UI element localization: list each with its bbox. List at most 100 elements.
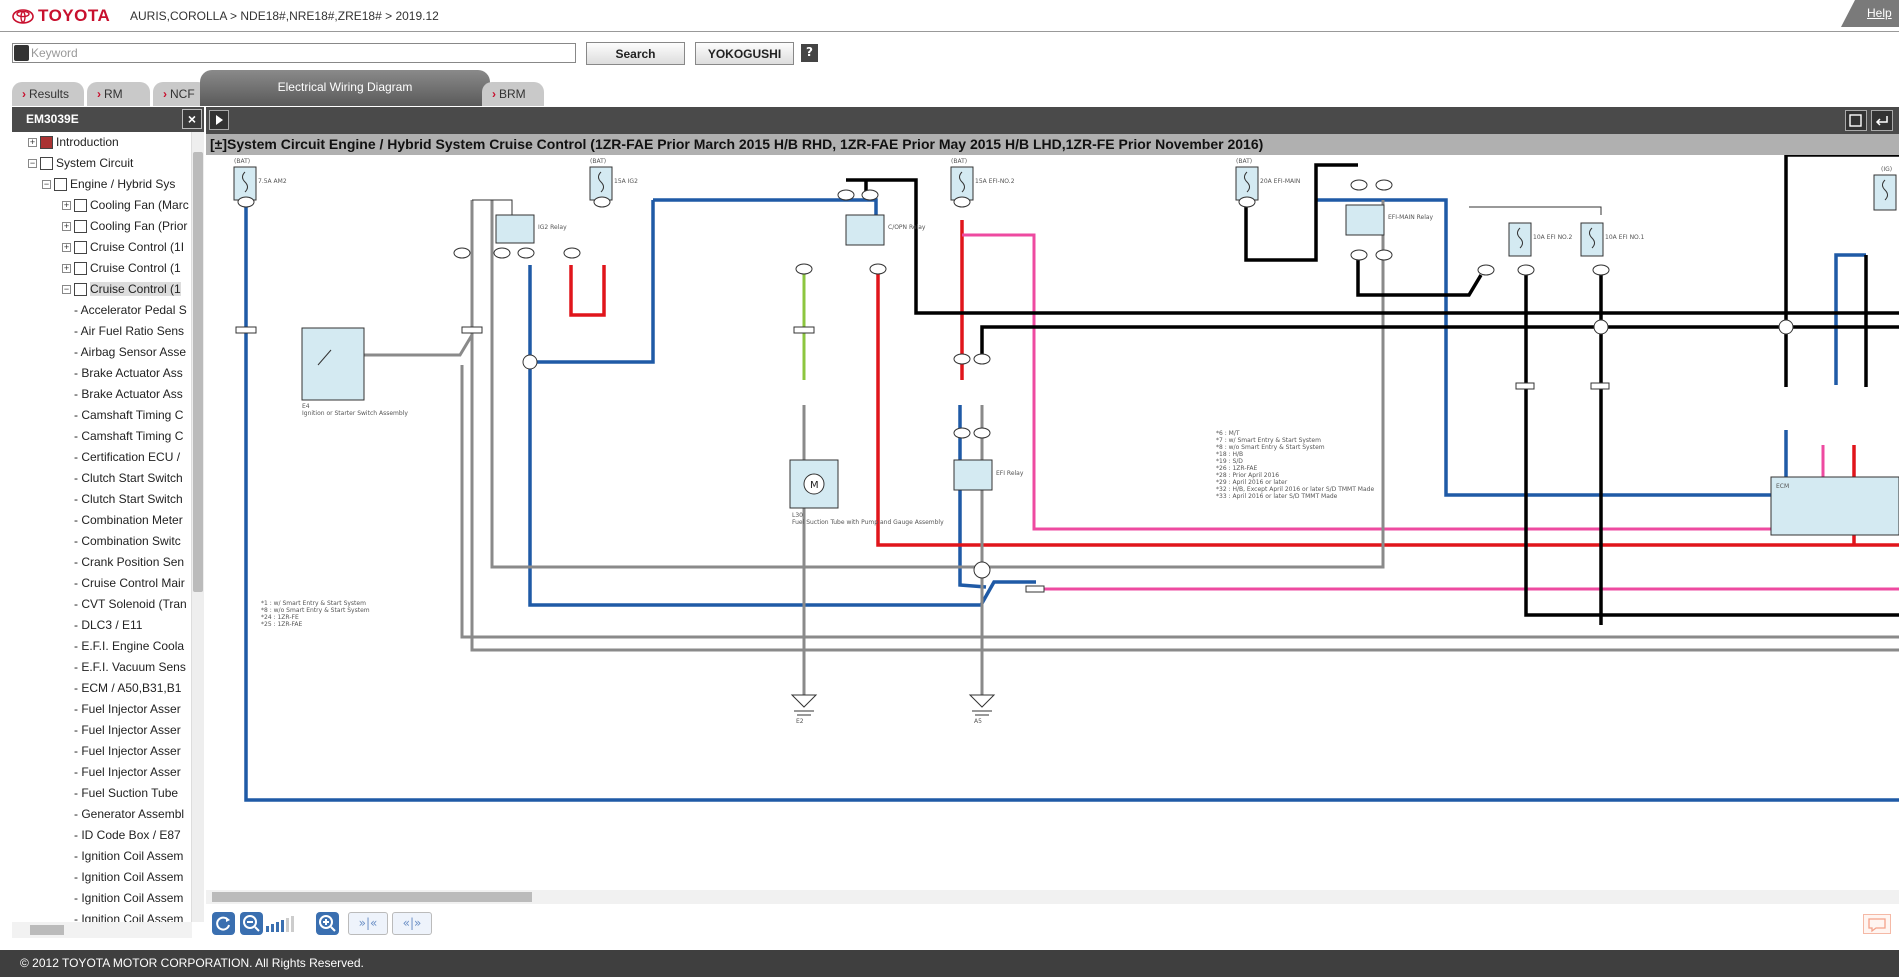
tab-rm[interactable]: ›RM	[87, 82, 150, 106]
tree-node-circuit[interactable]: −Cruise Control (1	[62, 279, 181, 299]
scroll-thumb[interactable]	[193, 152, 203, 592]
print-button[interactable]	[1845, 110, 1867, 131]
fuse-rating-label: 15A IG2	[614, 178, 638, 185]
tree-leaf-item[interactable]: - ECM / A50,B31,B1	[74, 678, 181, 698]
tree-leaf-item[interactable]: - Fuel Injector Asser	[74, 720, 181, 740]
tree-leaf-item[interactable]: - E.F.I. Vacuum Sens	[74, 657, 186, 677]
note-line: *18 : H/B	[1216, 451, 1243, 458]
tree-leaf-item[interactable]: - Brake Actuator Ass	[74, 384, 183, 404]
tree-leaf-item[interactable]: - Crank Position Sen	[74, 552, 184, 572]
expand-icon[interactable]: +	[62, 220, 71, 231]
tree-leaf-item[interactable]: - Fuel Injector Asser	[74, 741, 181, 761]
tree-leaf-item[interactable]: - Air Fuel Ratio Sens	[74, 321, 184, 341]
zoom-level-indicator[interactable]	[266, 916, 306, 932]
note-line: *33 : April 2016 or later S/D TMMT Made	[1216, 493, 1338, 500]
tab-results[interactable]: ›Results	[12, 82, 84, 106]
return-button[interactable]	[1871, 110, 1893, 131]
help-link[interactable]: Help	[1841, 0, 1899, 27]
tree-leaf-item[interactable]: - Certification ECU /	[74, 447, 180, 467]
tab-bar: ›Results ›RM ›NCF Electrical Wiring Diag…	[12, 70, 1899, 107]
tab-electrical-wiring-diagram[interactable]: Electrical Wiring Diagram	[200, 70, 490, 106]
zoom-in-button[interactable]	[316, 912, 339, 935]
tree-leaf-item[interactable]: - Clutch Start Switch	[74, 489, 183, 509]
tree-node-label: - E.F.I. Engine Coola	[74, 639, 185, 653]
tree-node-label: - Fuel Injector Asser	[74, 765, 181, 779]
relay-ig2	[495, 214, 535, 244]
tree-leaf-item[interactable]: - Ignition Coil Assem	[74, 888, 183, 908]
expand-icon[interactable]: +	[62, 241, 71, 252]
tree-leaf-item[interactable]: - Fuel Injector Asser	[74, 762, 181, 782]
ground-label: E2	[796, 718, 804, 725]
tree-node-introduction[interactable]: +Introduction	[28, 132, 119, 152]
tree-leaf-item[interactable]: - ID Code Box / E87	[74, 825, 181, 845]
collapse-icon[interactable]: −	[42, 178, 51, 189]
fuse-components	[233, 166, 1897, 257]
tree-leaf-item[interactable]: - Generator Assembl	[74, 804, 184, 824]
tree-leaf-item[interactable]: - CVT Solenoid (Tran	[74, 594, 187, 614]
expand-icon[interactable]: +	[62, 199, 71, 210]
tree-leaf-item[interactable]: - Brake Actuator Ass	[74, 363, 183, 383]
tree-leaf-item[interactable]: - Airbag Sensor Asse	[74, 342, 186, 362]
scroll-thumb[interactable]	[30, 925, 64, 935]
tree-leaf-item[interactable]: - Combination Switc	[74, 531, 181, 551]
tab-ncf[interactable]: ›NCF	[153, 82, 208, 106]
tree-horizontal-scrollbar[interactable]	[12, 922, 192, 938]
tab-label: RM	[104, 87, 123, 101]
yokogushi-button[interactable]: YOKOGUSHI	[695, 42, 794, 65]
feedback-button[interactable]	[1863, 914, 1891, 934]
tree-leaf-item[interactable]: - Fuel Injector Asser	[74, 699, 181, 719]
scroll-thumb[interactable]	[212, 892, 532, 902]
diagram-title: [±]System Circuit Engine / Hybrid System…	[206, 134, 1899, 155]
refresh-button[interactable]	[212, 912, 235, 935]
tree-node-label: - Combination Meter	[74, 513, 183, 527]
tree-leaf-item[interactable]: - Cruise Control Mair	[74, 573, 185, 593]
prev-next-icon: «|»	[402, 916, 422, 930]
first-page-button[interactable]: »|«	[348, 912, 388, 935]
tree-node-circuit[interactable]: +Cruise Control (1	[62, 258, 181, 278]
tree-node-system-circuit[interactable]: −System Circuit	[28, 153, 133, 173]
thin-wires	[472, 199, 1602, 215]
note-line: *26 : 1ZR-FAE	[1216, 465, 1257, 472]
search-button[interactable]: Search	[586, 42, 685, 65]
chevron-right-icon: ›	[22, 87, 26, 101]
expand-icon[interactable]: +	[62, 262, 71, 273]
tree-node-circuit[interactable]: +Cooling Fan (Marc	[62, 195, 189, 215]
tree-node-label: - DLC3 / E11	[74, 618, 143, 632]
tree-node-label: - Ignition Coil Assem	[74, 849, 184, 863]
tree-leaf-item[interactable]: - E.F.I. Engine Coola	[74, 636, 184, 656]
close-panel-button[interactable]: ×	[182, 109, 202, 129]
ecm-box	[1770, 476, 1899, 536]
tree-node-circuit[interactable]: +Cooling Fan (Prior	[62, 216, 187, 236]
fuel-pump-label: Fuel Suction Tube with Pump and Gauge As…	[792, 519, 944, 526]
tree-leaf-item[interactable]: - Combination Meter	[74, 510, 183, 530]
tab-label: Results	[29, 87, 70, 101]
previous-next-button[interactable]: «|»	[392, 912, 432, 935]
zoom-out-button[interactable]	[240, 912, 263, 935]
search-input[interactable]: Keyword	[12, 43, 576, 63]
collapse-icon[interactable]: −	[62, 283, 71, 294]
tree-leaf-item[interactable]: - Ignition Coil Assem	[74, 867, 183, 887]
tree-node-label: - Ignition Coil Assem	[74, 891, 184, 905]
tree-node-circuit[interactable]: +Cruise Control (1I	[62, 237, 184, 257]
tree-leaf-item[interactable]: - Ignition Coil Assem	[74, 846, 183, 866]
fuel-pump-id: L30	[792, 512, 803, 519]
expand-icon[interactable]: +	[28, 136, 37, 147]
tree-leaf-item[interactable]: - DLC3 / E11	[74, 615, 142, 635]
search-help-button[interactable]: ?	[801, 44, 818, 62]
diagram-horizontal-scrollbar[interactable]	[206, 890, 1899, 904]
tree-leaf-item[interactable]: - Ignition Coil Assem	[74, 909, 183, 922]
wiring-diagram[interactable]: M (BAT) 7.5A AM2 (BAT) 15A IG2 (BAT) 15A…	[206, 155, 1899, 890]
collapse-icon[interactable]: −	[28, 157, 37, 168]
expand-arrow-button[interactable]	[209, 110, 229, 130]
tree-leaf-item[interactable]: - Accelerator Pedal S	[74, 300, 187, 320]
tree-leaf-item[interactable]: - Clutch Start Switch	[74, 468, 183, 488]
tree-leaf-item[interactable]: - Camshaft Timing C	[74, 405, 183, 425]
tree-node-engine-hybrid[interactable]: −Engine / Hybrid Sys	[42, 174, 175, 194]
return-icon	[1875, 116, 1888, 126]
tree-leaf-item[interactable]: - Fuel Suction Tube	[74, 783, 178, 803]
tree-leaf-item[interactable]: - Camshaft Timing C	[74, 426, 183, 446]
tab-brm[interactable]: ›BRM	[482, 82, 544, 106]
tree-node-label: - Clutch Start Switch	[74, 492, 183, 506]
ignition-switch-id: E4	[302, 403, 310, 410]
tree-vertical-scrollbar[interactable]	[192, 132, 204, 922]
